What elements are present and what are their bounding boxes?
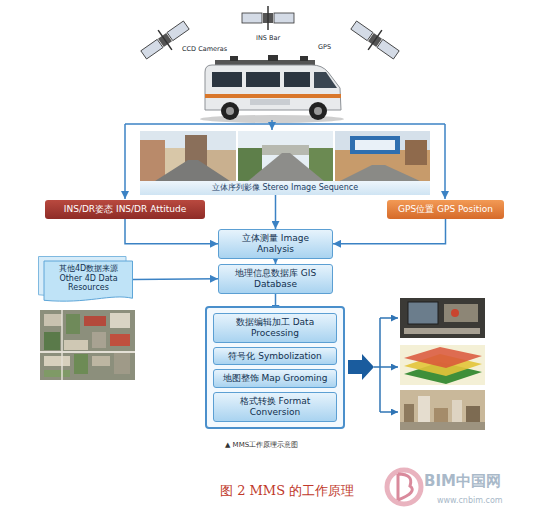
watermark-logo bbox=[387, 470, 421, 504]
part-label: CCD Cameras bbox=[182, 46, 227, 54]
aerial-photo bbox=[40, 310, 135, 380]
node-text: 其他4D数据来源 Other 4D Data Resources bbox=[48, 264, 129, 293]
node-text: 格式转换 Format Conversion bbox=[218, 396, 332, 418]
satellite bbox=[347, 15, 403, 64]
process-box: 符号化 Symbolization bbox=[213, 347, 337, 366]
process-box: 数据编辑加工 Data Processing bbox=[213, 313, 337, 343]
sensor-box: GPS位置 GPS Position bbox=[387, 200, 504, 219]
watermark: BIM中国网 bbox=[424, 472, 501, 490]
node-text: 立体测量 Image Analysis bbox=[223, 233, 328, 255]
flow-arrow bbox=[333, 219, 446, 244]
node-text: INS/DR姿态 INS/DR Attitude bbox=[49, 204, 201, 215]
output-city-model bbox=[400, 390, 485, 430]
output-map bbox=[400, 345, 485, 385]
flow-arrow bbox=[275, 195, 277, 229]
image-strip-caption: 立体序列影像 Stereo Image Sequence bbox=[140, 181, 430, 195]
part-label: GPS bbox=[318, 44, 331, 52]
watermark: www.cnbim.com bbox=[437, 496, 503, 506]
output-photo bbox=[400, 298, 485, 338]
process-box: 立体测量 Image Analysis bbox=[218, 229, 333, 259]
node-text: 符号化 Symbolization bbox=[218, 351, 332, 362]
process-box: 格式转换 Format Conversion bbox=[213, 392, 337, 422]
survey-van bbox=[200, 55, 344, 123]
flow-arrow bbox=[125, 219, 218, 244]
paper-sheet bbox=[44, 261, 133, 301]
satellite bbox=[137, 15, 193, 64]
process-box: 地图整饰 Map Grooming bbox=[213, 369, 337, 388]
node-text: 立体序列影像 Stereo Image Sequence bbox=[144, 183, 426, 193]
node-text: GPS位置 GPS Position bbox=[391, 204, 500, 215]
output-bracket bbox=[374, 318, 398, 412]
image-strip bbox=[140, 131, 430, 181]
output-arrow bbox=[348, 354, 374, 380]
part-label: INS Bar bbox=[256, 35, 280, 43]
node-text: 数据编辑加工 Data Processing bbox=[218, 317, 332, 339]
flow-arrow bbox=[133, 278, 218, 280]
sensor-box: INS/DR姿态 INS/DR Attitude bbox=[45, 200, 205, 219]
figure-note: ▲ MMS工作原理示意图 bbox=[225, 441, 298, 449]
data-source-sheet: 其他4D数据来源 Other 4D Data Resources bbox=[38, 256, 133, 303]
database-box: 地理信息数据库 GIS Database bbox=[218, 264, 333, 294]
node-text: 地图整饰 Map Grooming bbox=[218, 373, 332, 384]
figure-caption: 图 2 MMS 的工作原理 bbox=[220, 483, 354, 499]
data-wire bbox=[125, 120, 445, 199]
satellite bbox=[242, 6, 294, 30]
node-text: 地理信息数据库 GIS Database bbox=[223, 268, 328, 290]
